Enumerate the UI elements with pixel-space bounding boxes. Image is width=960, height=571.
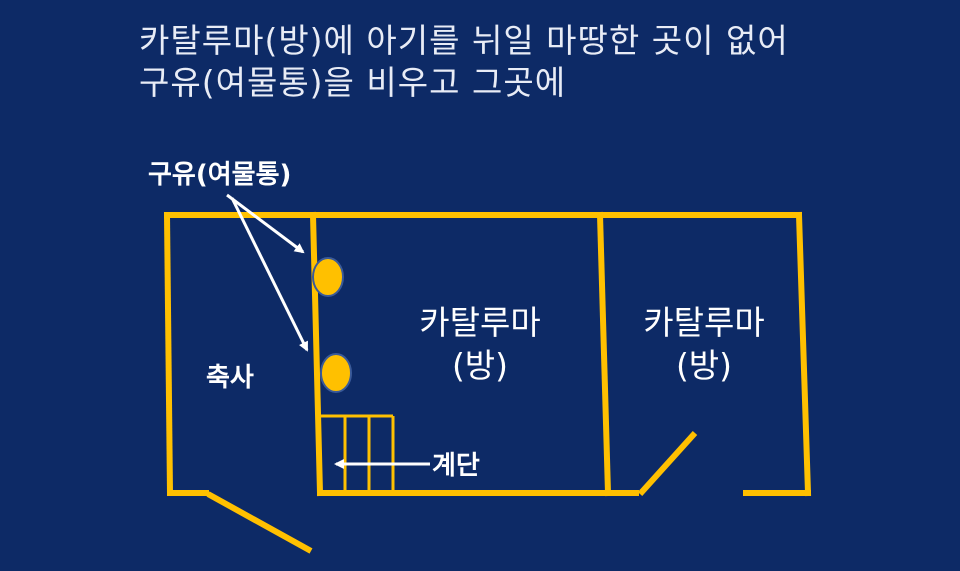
manger-label: 구유(여물통) [148, 160, 291, 190]
stairs-label: 계단 [432, 451, 480, 481]
wall-partition-1 [309, 211, 324, 497]
wall-partition-2 [596, 211, 612, 497]
arrow-to-manger-2 [230, 197, 309, 352]
manger-arrows [226, 193, 430, 469]
manger-ellipse-2 [320, 353, 352, 393]
title-line-1: 카탈루마(방)에 아기를 뉘일 마땅한 곳이 없어 [139, 21, 789, 60]
stairs [321, 414, 395, 493]
slide-title: 카탈루마(방)에 아기를 뉘일 마땅한 곳이 없어 구유(여물통)을 비우고 그… [139, 20, 939, 104]
manger-ellipse-1 [312, 257, 344, 297]
arrow-to-manger-1 [226, 193, 305, 254]
room2-label-line2: (방) [676, 346, 732, 385]
room1-label-line2: (방) [452, 346, 508, 385]
room2-label-line1: 카탈루마 [643, 303, 764, 342]
door-barn [206, 491, 313, 554]
wall-right [795, 211, 812, 497]
door-room [637, 430, 698, 497]
title-line-2: 구유(여물통)을 비우고 그곳에 [139, 63, 567, 102]
wall-left [163, 211, 174, 497]
room1-label-line1: 카탈루마 [419, 303, 540, 342]
barn-label: 축사 [206, 363, 254, 393]
walls [163, 211, 812, 554]
